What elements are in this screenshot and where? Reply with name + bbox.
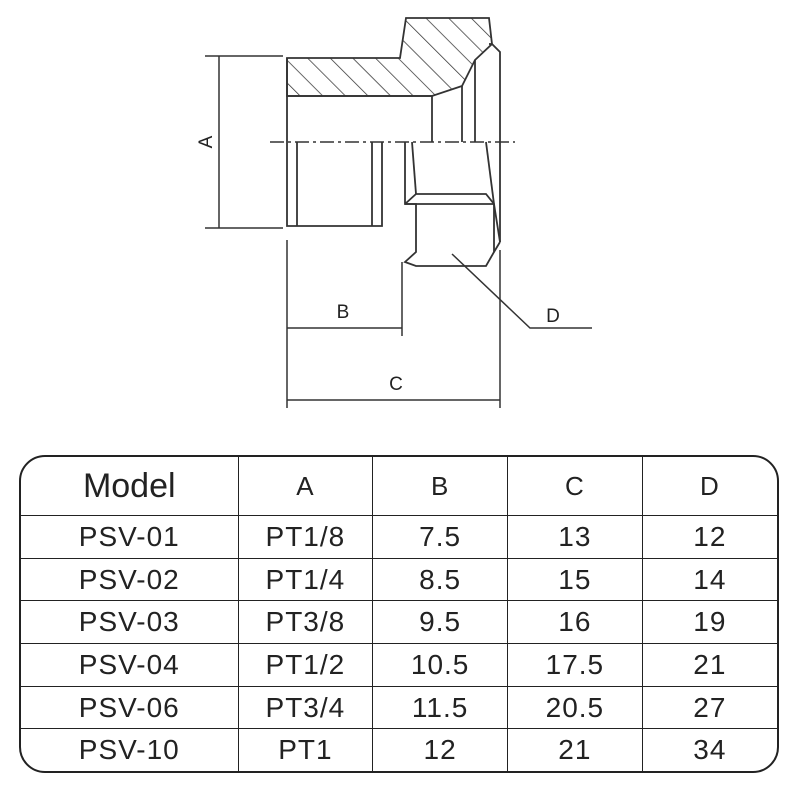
- hatched-wall-section: [286, 17, 493, 97]
- cell-b: 9.5: [372, 600, 508, 645]
- table-row: PSV-02 PT1/4 8.5 15 14: [21, 557, 777, 602]
- cell-model: PSV-02: [21, 557, 239, 602]
- fitting-technical-drawing: A B C D: [196, 17, 592, 408]
- table-row: PSV-06 PT3/4 11.5 20.5 27: [21, 685, 777, 730]
- cell-model: PSV-10: [21, 728, 239, 771]
- cell-model: PSV-01: [21, 515, 239, 559]
- cell-c: 13: [507, 515, 643, 559]
- fitting-body-outline: [286, 17, 501, 267]
- cell-c: 21: [507, 728, 643, 771]
- header-c: C: [507, 457, 643, 516]
- cell-c: 20.5: [507, 685, 643, 730]
- table-row: PSV-10 PT1 12 21 34: [21, 728, 777, 771]
- cell-c: 17.5: [507, 643, 643, 687]
- cell-a: PT1: [237, 728, 374, 771]
- cell-a: PT1/2: [237, 643, 374, 687]
- cell-d: 34: [641, 728, 777, 771]
- cell-b: 11.5: [372, 685, 508, 730]
- cell-d: 27: [641, 685, 777, 730]
- cell-c: 15: [507, 557, 643, 602]
- table-row: PSV-03 PT3/8 9.5 16 19: [21, 600, 777, 645]
- cell-model: PSV-04: [21, 643, 239, 687]
- dimension-lines: [205, 55, 592, 408]
- header-model: Model: [21, 457, 239, 516]
- cell-b: 10.5: [372, 643, 508, 687]
- table-row: PSV-01 PT1/8 7.5 13 12: [21, 515, 777, 559]
- header-b: B: [372, 457, 508, 516]
- cell-d: 21: [641, 643, 777, 687]
- header-d: D: [641, 457, 777, 516]
- cell-a: PT3/4: [237, 685, 374, 730]
- spec-table: Model A B C D PSV-01 PT1/8 7.5 13 12 PSV…: [21, 457, 777, 771]
- table-row: PSV-04 PT1/2 10.5 17.5 21: [21, 643, 777, 687]
- cell-b: 8.5: [372, 557, 508, 602]
- dimension-label-b: B: [337, 302, 350, 323]
- cell-a: PT3/8: [237, 600, 374, 645]
- spec-table-container: Model A B C D PSV-01 PT1/8 7.5 13 12 PSV…: [19, 455, 779, 773]
- cell-c: 16: [507, 600, 643, 645]
- cell-model: PSV-03: [21, 600, 239, 645]
- table-header-row: Model A B C D: [21, 457, 777, 516]
- cell-b: 7.5: [372, 515, 508, 559]
- cell-d: 19: [641, 600, 777, 645]
- cell-a: PT1/8: [237, 515, 374, 559]
- cell-b: 12: [372, 728, 508, 771]
- cell-a: PT1/4: [237, 557, 374, 602]
- cell-d: 12: [641, 515, 777, 559]
- cell-d: 14: [641, 557, 777, 602]
- cell-model: PSV-06: [21, 685, 239, 730]
- dimension-label-c: C: [389, 374, 403, 395]
- header-a: A: [237, 457, 374, 516]
- dimension-label-a: A: [196, 135, 217, 148]
- dimension-label-d: D: [546, 306, 560, 327]
